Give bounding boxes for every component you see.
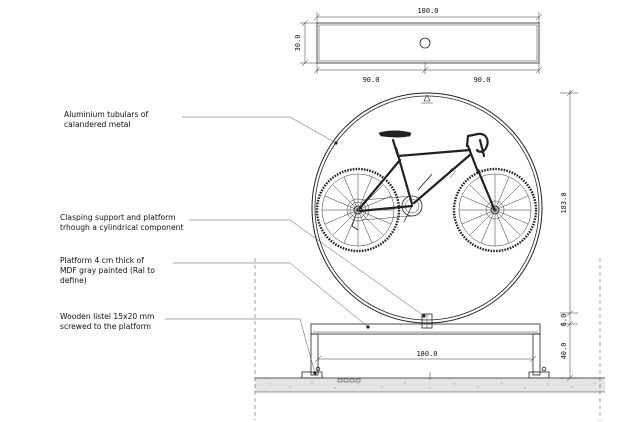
platform-leg-right: [532, 333, 541, 376]
plan-depth-dimension: 30.0: [294, 35, 302, 52]
platform: 180.0: [301, 323, 550, 379]
gap-height-dimension: 6.0: [560, 314, 568, 327]
svg-text:Platform 4 cm thick of: Platform 4 cm thick of: [60, 256, 144, 265]
plan-post-circle: [419, 37, 431, 49]
bike-handlebar: [465, 132, 489, 158]
clasping-support: [421, 313, 433, 329]
annotation-tubulars: Aluminium tubulars of calandered metal: [64, 110, 338, 145]
front-wheel: [452, 167, 538, 253]
top-marker-icon: [423, 94, 431, 102]
ring-height-dimension: 183.0: [560, 192, 568, 213]
annotations: Aluminium tubulars of calandered metal C…: [60, 110, 426, 375]
platform-height-dimension: 40.0: [560, 343, 568, 360]
platform-top: [310, 323, 541, 335]
floor: [254, 258, 605, 420]
svg-text:Wooden listel 15x20 mm: Wooden listel 15x20 mm: [60, 312, 154, 321]
rear-wheel: [315, 167, 401, 253]
platform-width-dimension: 180.0: [416, 350, 437, 358]
svg-text:screwed to the platform: screwed to the platform: [60, 322, 151, 331]
svg-text:Aluminium tubulars of: Aluminium tubulars of: [64, 110, 148, 119]
plan-width-dimension: 180.0: [417, 7, 438, 15]
bicycle: [315, 130, 538, 253]
bike-drivetrain: [351, 167, 457, 231]
annotation-platform: Platform 4 cm thick of MDF gray painted …: [60, 256, 370, 329]
plan-view: 180.0 90.0 90.0 30.0: [294, 7, 543, 84]
plan-half-right-dimension: 90.0: [474, 76, 491, 84]
svg-text:calandered metal: calandered metal: [64, 120, 131, 129]
bike-frame: [358, 144, 496, 213]
plan-rectangle: [316, 22, 540, 64]
bike-saddle: [378, 130, 412, 158]
annotation-listel: Wooden listel 15x20 mm screwed to the pl…: [60, 312, 317, 375]
annotation-clasping: Clasping support and platform trhough a …: [60, 213, 426, 318]
svg-text:trhough a cylindrical componen: trhough a cylindrical component: [60, 223, 183, 232]
ring-frame: [311, 92, 543, 324]
plan-half-left-dimension: 90.0: [363, 76, 380, 84]
svg-text:MDF gray painted (Ral to: MDF gray painted (Ral to: [60, 266, 155, 275]
svg-text:define): define): [60, 276, 87, 285]
platform-leg-left: [310, 333, 319, 376]
svg-text:Clasping support and platform: Clasping support and platform: [60, 213, 176, 222]
vertical-dimensions: 183.0 6.0 40.0: [560, 89, 578, 382]
